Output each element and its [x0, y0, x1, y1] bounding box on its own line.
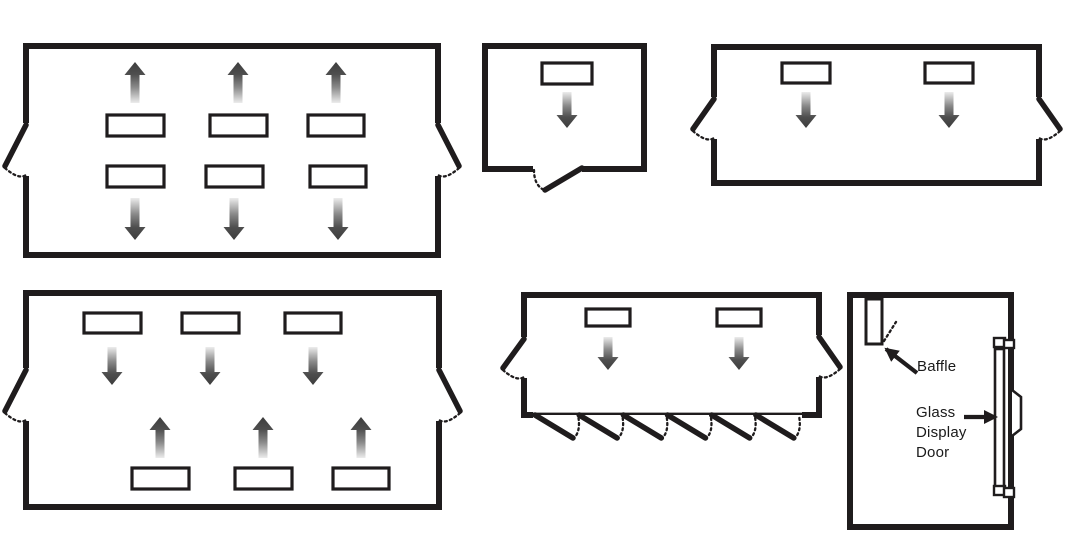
- discharge-vent: [331, 466, 391, 491]
- door-swing-arc: [571, 414, 581, 441]
- door-leaf: [436, 367, 463, 414]
- door-swing-arc: [3, 411, 28, 423]
- baffle-swing-line: [882, 320, 898, 343]
- discharge-vent: [204, 164, 265, 189]
- door-leaf: [753, 412, 797, 441]
- case-top-right: [690, 44, 1063, 186]
- door-leaf: [532, 412, 576, 441]
- door-leaf: [708, 412, 753, 441]
- door-leaf: [1036, 96, 1063, 132]
- door-swing-arc: [691, 129, 716, 141]
- discharge-vent: [306, 113, 366, 138]
- case-top-left: [2, 43, 462, 258]
- door-leaf: [576, 412, 620, 441]
- airflow-arrow-down: [795, 92, 817, 128]
- airflow-arrow-down: [327, 198, 349, 240]
- door-swing-arc: [748, 414, 757, 441]
- glass-door-panel: [993, 347, 1006, 490]
- door-opening: [814, 335, 824, 377]
- door-opening: [1034, 97, 1044, 139]
- airflow-arrow-down: [728, 337, 750, 370]
- case-bottom-middle: [500, 292, 843, 441]
- discharge-vent: [130, 466, 191, 491]
- door-swing-arc: [792, 414, 801, 441]
- baffle-label: Baffle: [917, 358, 957, 375]
- baffle-group: [864, 297, 898, 346]
- discharge-vent: [780, 61, 832, 85]
- door-swing-arc: [436, 166, 461, 178]
- door-opening: [519, 337, 529, 378]
- airflow-arrow-up: [252, 417, 274, 458]
- door-leaf: [542, 165, 585, 193]
- baffle-pointer: [884, 347, 919, 375]
- baffle-rect: [864, 297, 884, 346]
- airflow-arrow-up: [149, 417, 171, 458]
- door-leaf: [690, 96, 717, 132]
- airflow-arrow-down: [223, 198, 245, 240]
- discharge-vent: [923, 61, 975, 85]
- discharge-vent: [283, 311, 343, 335]
- case-bottom-left: [2, 290, 463, 510]
- case-top-middle: [482, 43, 647, 193]
- door-opening: [709, 97, 719, 139]
- door-opening: [21, 368, 31, 421]
- airflow-arrow-down: [938, 92, 960, 128]
- door-leaf: [816, 334, 843, 370]
- discharge-vent: [715, 307, 763, 328]
- discharge-vent: [233, 466, 294, 491]
- door-bracket: [1002, 338, 1016, 350]
- discharge-vent: [308, 164, 368, 189]
- door-opening: [434, 368, 444, 421]
- door-swing-arc: [616, 414, 625, 441]
- discharge-vent: [105, 113, 166, 138]
- door-swing-arc: [660, 414, 669, 441]
- airflow-arrow-down: [597, 337, 619, 370]
- airflow-arrow-up: [227, 62, 249, 103]
- discharge-vent: [584, 307, 632, 328]
- door-swing-arc: [3, 166, 28, 178]
- door-opening: [433, 123, 443, 176]
- airflow-arrow-down: [302, 347, 324, 385]
- discharge-vent: [180, 311, 241, 335]
- airflow-arrow-up: [124, 62, 146, 103]
- airflow-arrow-up: [350, 417, 372, 458]
- airflow-arrow-down: [124, 198, 146, 240]
- door-leaf: [2, 122, 29, 169]
- door-swing-arc: [437, 411, 462, 423]
- door-handle: [1011, 388, 1023, 438]
- door-swing-arc: [532, 168, 546, 192]
- door-swing-arc: [704, 414, 713, 441]
- discharge-vent: [208, 113, 269, 138]
- case-outline: [711, 44, 1042, 186]
- door-leaf: [435, 122, 462, 169]
- door-leaf: [500, 336, 527, 371]
- door-swing-arc: [817, 367, 842, 379]
- case-outline: [521, 292, 822, 418]
- door-swing-arc: [1037, 129, 1062, 141]
- door-bracket: [1002, 486, 1016, 499]
- airflow-arrow-down: [556, 92, 578, 128]
- door-swing-arc: [501, 368, 526, 380]
- door-leaf: [620, 412, 665, 441]
- airflow-arrow-down: [101, 347, 123, 385]
- door-leaf: [2, 367, 29, 414]
- door-opening: [21, 123, 31, 176]
- discharge-vent: [540, 61, 594, 86]
- airflow-arrow-down: [199, 347, 221, 385]
- airflow-arrow-up: [325, 62, 347, 103]
- glass-display-door-label: Glass Display Door: [916, 404, 967, 461]
- discharge-vent: [82, 311, 143, 335]
- discharge-vent: [105, 164, 166, 189]
- door-opening: [533, 164, 582, 174]
- door-leaf: [664, 412, 709, 441]
